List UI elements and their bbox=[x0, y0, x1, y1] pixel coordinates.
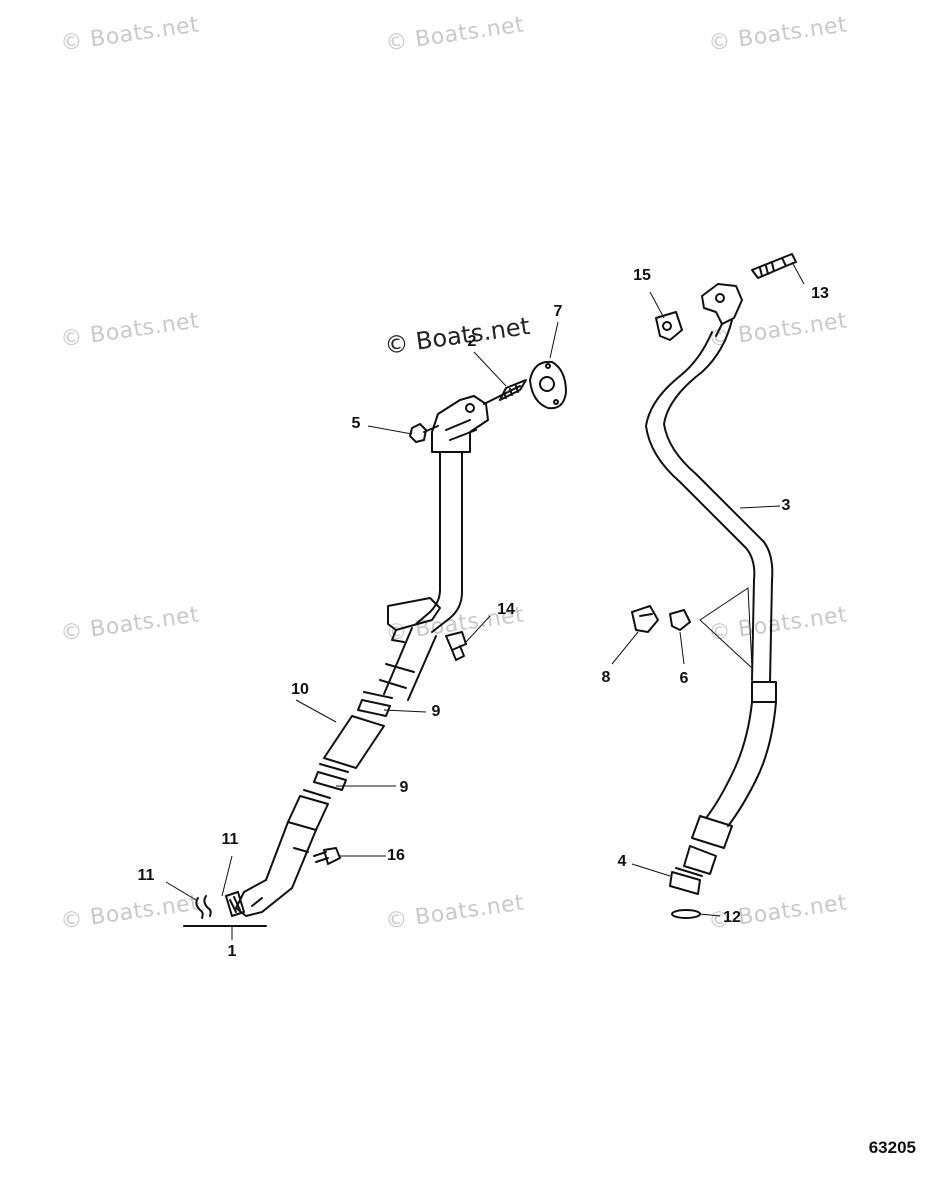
callout-9-lower: 9 bbox=[399, 779, 409, 796]
callout-9-upper: 9 bbox=[431, 703, 441, 720]
part-13-bolt bbox=[751, 253, 797, 279]
part-2-stud bbox=[483, 379, 527, 405]
callout-13: 13 bbox=[811, 285, 829, 302]
callout-2: 2 bbox=[467, 333, 477, 350]
part-12-oring bbox=[671, 909, 701, 919]
right-lower-fitting bbox=[683, 815, 733, 875]
figure-number: 63205 bbox=[868, 1138, 916, 1157]
callout-10: 10 bbox=[291, 681, 309, 698]
part-7-gasket bbox=[529, 360, 567, 410]
left-tube-clamp bbox=[387, 597, 441, 643]
part-14-bolt bbox=[445, 631, 467, 661]
callout-11-upper: 11 bbox=[221, 831, 239, 848]
part-16-bolt bbox=[313, 847, 341, 865]
part-10-hose bbox=[323, 715, 385, 769]
left-lower-tube bbox=[379, 627, 437, 701]
callout-16: 16 bbox=[387, 847, 405, 864]
right-hose-joint bbox=[751, 681, 777, 703]
right-mounting-bracket bbox=[701, 283, 743, 337]
callout-8: 8 bbox=[601, 669, 611, 686]
callout-11-lower: 11 bbox=[137, 867, 155, 884]
part-9-clamp-upper bbox=[357, 691, 393, 717]
part-11-clips bbox=[195, 895, 212, 919]
callout-4: 4 bbox=[617, 853, 627, 870]
callout-15: 15 bbox=[633, 267, 651, 284]
callout-5: 5 bbox=[351, 415, 361, 432]
left-mounting-bracket bbox=[431, 395, 489, 453]
callout-12: 12 bbox=[723, 909, 741, 926]
part-15-nut bbox=[655, 311, 683, 341]
part-9-clamp-lower bbox=[313, 763, 349, 791]
part-8-clip bbox=[631, 605, 659, 633]
callout-3: 3 bbox=[781, 497, 791, 514]
leader-lines bbox=[165, 261, 805, 940]
left-lower-pipe bbox=[265, 789, 331, 889]
callout-1: 1 bbox=[227, 943, 237, 960]
part-1-elbow bbox=[225, 879, 293, 917]
callout-14: 14 bbox=[497, 601, 515, 618]
part-6-clip bbox=[669, 609, 691, 631]
part-4-fitting bbox=[669, 867, 703, 895]
right-lower-hose bbox=[705, 701, 777, 827]
left-upper-tube bbox=[415, 451, 463, 633]
right-upper-tube bbox=[645, 319, 774, 683]
part-5-nut bbox=[409, 423, 439, 443]
callout-7: 7 bbox=[553, 303, 563, 320]
callout-6: 6 bbox=[679, 670, 689, 687]
